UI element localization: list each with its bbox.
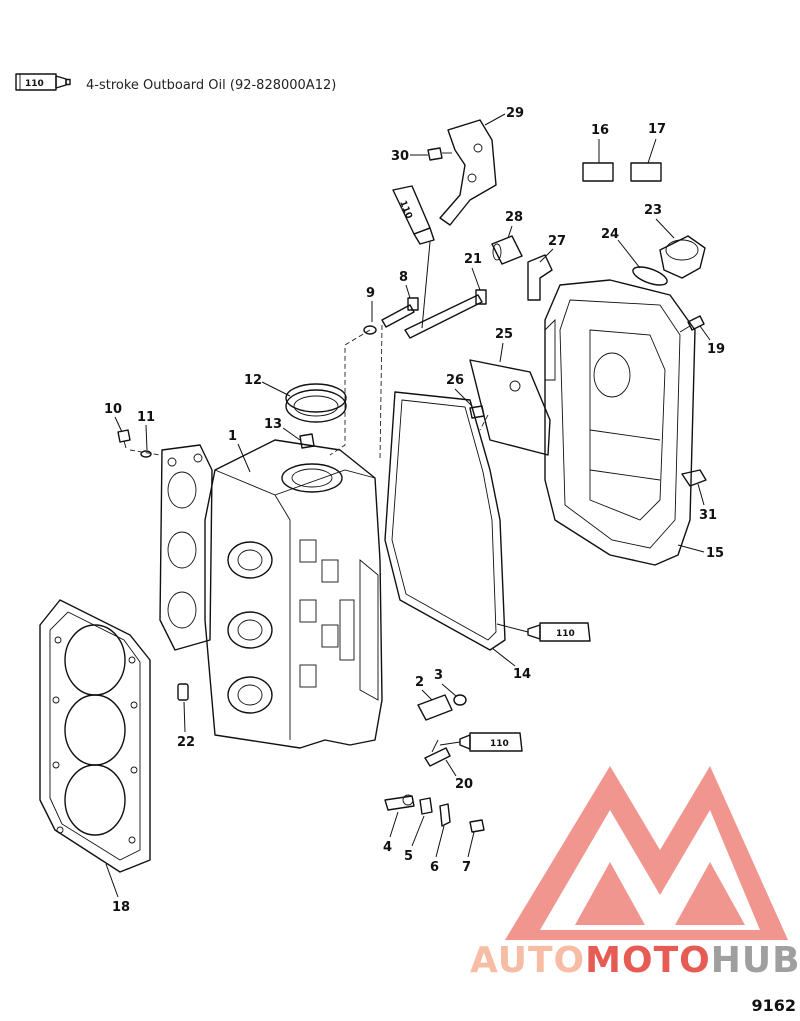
callout-27: 27 [548,234,566,249]
o-ring-24 [632,266,668,286]
svg-text:AUTOMOTOHUB: AUTOMOTOHUB [470,940,800,981]
lubricant-tube-14: 110 [496,622,591,642]
tube-20-label: 110 [490,739,509,749]
oil-fill-cap-23 [659,235,706,279]
assembly-guide-lines [129,324,489,461]
rocker-cover-15 [544,279,696,566]
callout-30: 30 [391,149,409,164]
fitting-28 [491,235,523,265]
clip-31 [681,469,707,487]
spacer-5 [419,797,433,815]
callout-23: 23 [644,203,662,218]
clip-6 [439,803,451,827]
legend-lubricant-tube-icon: 110 [15,73,71,91]
cylinder-head [204,439,383,749]
callout-17: 17 [648,122,666,137]
logo-text-auto: AUTO [470,940,585,981]
callout-26: 26 [446,373,464,388]
callout-21: 21 [464,252,482,267]
decal-17 [630,162,662,182]
callout-16: 16 [591,123,609,138]
callout-7: 7 [462,860,471,875]
decal-16 [582,162,614,182]
screw-26 [469,405,485,419]
callout-25: 25 [495,327,513,342]
seal-12 [285,383,347,423]
head-gasket [39,599,151,873]
callout-18: 18 [112,900,130,915]
callout-9: 9 [366,286,375,301]
bracket-29 [439,119,497,226]
callout-10: 10 [104,402,122,417]
callout-20: 20 [455,777,473,792]
callout-3: 3 [434,668,443,683]
lubricant-tube-21: 110 [392,185,435,329]
shaft-21 [404,289,487,339]
screw-7 [469,819,485,833]
legend-tube-label: 110 [25,79,44,89]
callout-19: 19 [707,342,725,357]
lubricant-tube-20: 110 [439,732,523,752]
washer-9 [363,325,377,335]
callout-5: 5 [404,849,413,864]
exhaust-manifold-gasket [159,444,213,651]
callout-12: 12 [244,373,262,388]
sensor-2 [417,694,453,721]
callout-24: 24 [601,227,619,242]
legend-description: 4-stroke Outboard Oil (92-828000A12) [86,78,337,93]
bolt-20 [424,739,451,767]
bolt-19 [679,315,705,333]
bolt-13 [299,433,315,449]
callout-2: 2 [415,675,424,690]
nut-3 [453,694,467,706]
logo-text-moto: MOTO [585,940,711,981]
callout-1: 1 [228,429,237,444]
callout-14: 14 [513,667,531,682]
rocker-cover-gasket-14 [384,391,506,651]
bolt-10 [117,429,131,449]
callout-11: 11 [137,410,155,425]
logo-text-hub: HUB [711,940,800,981]
callout-28: 28 [505,210,523,225]
callout-8: 8 [399,270,408,285]
figure-number: 9162 [751,996,796,1015]
bolt-4 [384,794,415,811]
tube-21-label: 110 [397,199,413,220]
callout-6: 6 [430,860,439,875]
elbow-fitting-27 [527,254,553,301]
bolt-30 [427,147,452,161]
callout-15: 15 [706,546,724,561]
bolt-8 [381,297,419,328]
callout-22: 22 [177,735,195,750]
automotohub-logo: AUTOMOTOHUB [470,766,800,981]
dowel-pin-22 [177,683,189,701]
callout-13: 13 [264,417,282,432]
callout-4: 4 [383,840,392,855]
callout-31: 31 [699,508,717,523]
callouts: 1 2 3 4 5 6 7 8 9 10 11 12 13 14 15 16 1… [104,106,725,915]
washer-11 [140,450,152,458]
breather-plate-25 [469,359,551,456]
tube-14-label: 110 [556,629,575,639]
callout-29: 29 [506,106,524,121]
